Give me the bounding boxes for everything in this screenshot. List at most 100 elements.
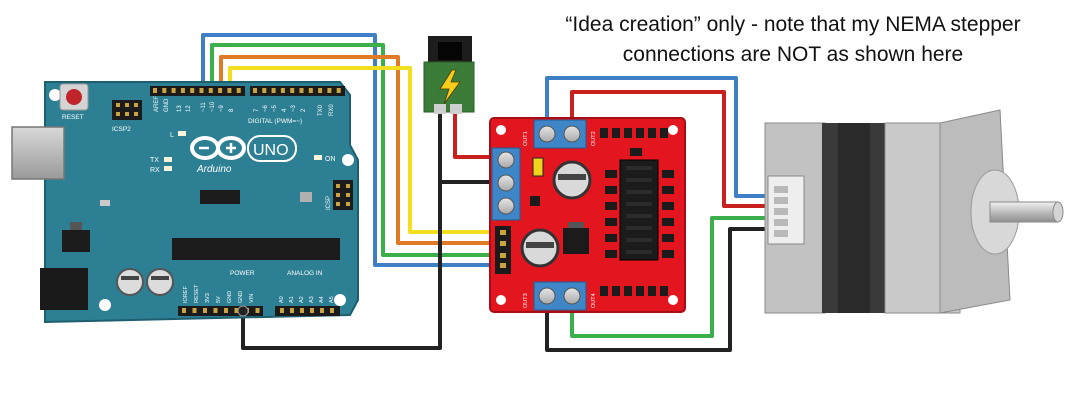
- mounting-hole: [496, 295, 506, 305]
- analog-pin-labels: A0 A1 A2 A3 A4 A5: [279, 296, 335, 303]
- diagram-caption: “Idea creation” only - note that my NEMA…: [498, 10, 1088, 70]
- digital-label: DIGITAL (PWM=~): [248, 118, 302, 125]
- power-jack-terminal: [434, 104, 446, 114]
- pin-label-a0: A0: [279, 296, 285, 303]
- wire-green-motor: [570, 216, 775, 338]
- wire-black-common-gnd: [241, 182, 442, 350]
- terminal-screw: [563, 287, 581, 305]
- digital-header-pins: [153, 88, 341, 93]
- led-l: [178, 131, 186, 136]
- pin-label-5v: 5V: [216, 296, 222, 303]
- header-pin: [330, 308, 334, 313]
- capacitor-top: [151, 276, 169, 280]
- led-rx: [164, 166, 172, 171]
- terminal-screw: [563, 125, 581, 143]
- pin-label-3v3: 3V3: [205, 293, 211, 303]
- out4-label: OUT4: [591, 293, 597, 308]
- analog-header: [275, 306, 340, 316]
- pin-label-gnd: GND: [164, 98, 170, 112]
- icsp-label: ICSP: [326, 196, 332, 210]
- pin-label-12: 12: [186, 105, 192, 112]
- mounting-hole: [668, 295, 678, 305]
- pin-label-6: ~6: [263, 104, 269, 112]
- stepper-shaft: [989, 201, 1059, 223]
- header-pin: [227, 88, 232, 93]
- pin-label-a3: A3: [309, 296, 315, 303]
- pin-label-a4: A4: [319, 296, 325, 303]
- pin-label-aref: AREF: [154, 96, 160, 112]
- stepper-shaft-end: [1052, 201, 1064, 223]
- capacitor-top: [526, 242, 554, 248]
- gnd-pin-contact: [237, 305, 249, 317]
- pin-label-11: ~11: [201, 102, 207, 112]
- mounting-hole: [342, 154, 354, 166]
- terminal-screw: [497, 174, 515, 192]
- terminal-screw: [538, 287, 556, 305]
- icsp-header: [333, 180, 353, 210]
- power-pin-labels: IOREF RESET 3V3 5V GND GND VIN: [183, 284, 255, 303]
- pin-label-vin: VIN: [249, 294, 255, 303]
- arduino-uno-board: RESET ICSP2 AREF GND 13 12 ~11 ~10 ~9 8: [11, 81, 359, 324]
- header-pin: [308, 88, 313, 93]
- pin-label-7: 7: [254, 108, 260, 112]
- stepper-connector-pins: [774, 186, 788, 237]
- crystal: [100, 200, 110, 206]
- header-pin: [290, 88, 295, 93]
- pin-label-tx0: TX0: [318, 104, 324, 116]
- pin-label-8: 8: [229, 108, 235, 112]
- header-pin: [153, 88, 157, 93]
- header-pin: [224, 308, 228, 313]
- header-pin: [290, 308, 294, 313]
- heatsink-fins: [626, 166, 652, 254]
- led-on-label: ON: [325, 156, 336, 163]
- header-pin: [162, 88, 167, 93]
- header-pin: [255, 308, 260, 313]
- header-pin: [213, 308, 218, 313]
- header-pin: [234, 308, 239, 313]
- wires: [201, 33, 775, 352]
- digital-pin-labels: AREF GND 13 12 ~11 ~10 ~9 8 7 ~6 ~5 4 ~3…: [154, 96, 335, 116]
- mounting-hole: [49, 89, 61, 101]
- diode-array: [605, 170, 674, 258]
- led-on: [314, 155, 322, 160]
- uno-label: UNO: [253, 142, 289, 159]
- header-pin: [171, 88, 176, 93]
- header-pin: [327, 88, 332, 93]
- capacitor-top: [558, 174, 586, 180]
- icsp2-header: [112, 100, 142, 120]
- pin-label-a5: A5: [329, 296, 335, 303]
- reset-label: RESET: [62, 114, 84, 121]
- wire-blue-motor: [545, 76, 775, 198]
- nema-stepper-motor: [764, 109, 1064, 314]
- capacitor: [146, 268, 174, 296]
- header-pin: [180, 88, 185, 93]
- stepper-body-shade: [838, 123, 870, 313]
- icsp2-label: ICSP2: [112, 126, 131, 133]
- header-pin: [199, 88, 204, 93]
- header-pin: [203, 308, 207, 313]
- header-pin: [190, 88, 195, 93]
- digital-header-right: [250, 86, 345, 96]
- reset-button-cap: [66, 89, 82, 105]
- pin-label-4: 4: [282, 108, 288, 112]
- pin-label-rx0: RX0: [329, 104, 335, 116]
- arduino-logo-text: Arduino: [196, 164, 232, 175]
- terminal-screw: [497, 151, 515, 169]
- wire-red-motor: [570, 90, 775, 208]
- wire-blue-pin11: [201, 33, 490, 267]
- pin-label-reset: RESET: [194, 284, 200, 303]
- wire-red-power: [453, 112, 498, 159]
- bottom-header-pins: [182, 308, 334, 313]
- smd-chip: [630, 148, 642, 156]
- header-pin: [320, 308, 324, 313]
- mounting-hole: [334, 294, 346, 306]
- barrel-jack: [40, 268, 88, 310]
- capacitor-top: [121, 276, 139, 280]
- l298n-driver-board: OUT1 OUT2 OUT3 OUT4: [489, 117, 686, 313]
- caption-line-2: connections are NOT as shown here: [622, 43, 964, 66]
- pin-label-a2: A2: [299, 296, 305, 303]
- out3-label: OUT3: [523, 293, 529, 308]
- header-pin: [336, 88, 341, 93]
- lightning-bolt-icon: [439, 69, 461, 105]
